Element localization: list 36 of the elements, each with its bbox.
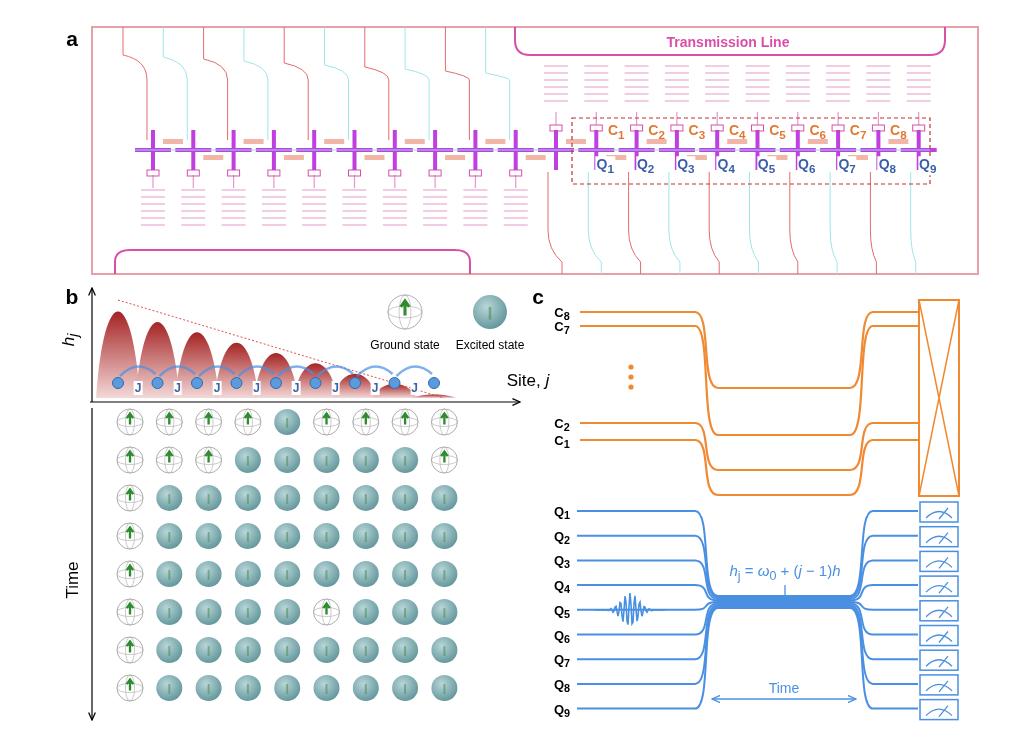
qubit-label: Q$_{6}$ bbox=[797, 156, 817, 176]
coupling-label: J bbox=[252, 381, 261, 395]
qubit-label: Q$_{9}$ bbox=[918, 156, 938, 176]
coupling-label: J bbox=[133, 381, 143, 395]
coupler-label: C$_{2}$ bbox=[648, 123, 665, 141]
coupling-label: J bbox=[291, 381, 301, 395]
axis-label: Time bbox=[768, 681, 800, 695]
coupler-label: C$_{1}$ bbox=[608, 123, 625, 141]
coupling-label: J bbox=[173, 381, 182, 395]
qubit-label: Q$_{3}$ bbox=[676, 156, 696, 176]
coupler-label: C$_{5}$ bbox=[769, 123, 786, 141]
axis-label: Site, j bbox=[506, 371, 550, 389]
coupler-label: C$_{3}$ bbox=[688, 123, 706, 141]
coupler-label: C$_{2}$ bbox=[554, 416, 570, 434]
coupler-label: C$_{8}$ bbox=[890, 123, 907, 141]
qubit-label: Q$_{8}$ bbox=[877, 156, 898, 176]
formula-label: h$_{j}$ = ω$_{0}$ + (j − 1)h bbox=[729, 563, 841, 583]
panel-letter: a bbox=[66, 27, 78, 49]
qubit-label: Q$_{5}$ bbox=[756, 156, 777, 176]
qubit-label: Q$_{2}$ bbox=[635, 156, 656, 176]
coupling-label: J bbox=[370, 381, 380, 395]
coupler-label: C$_{6}$ bbox=[809, 123, 827, 141]
coupling-label: J bbox=[212, 381, 222, 395]
coupler-label: C$_{4}$ bbox=[728, 123, 746, 141]
panel-letter: b bbox=[65, 285, 79, 307]
legend-label: Excited state bbox=[455, 339, 525, 351]
coupling-label: J bbox=[331, 381, 340, 395]
legend-label: Ground state bbox=[370, 339, 440, 351]
qubit-label: Q$_{7}$ bbox=[837, 156, 857, 176]
coupler-label: C$_{7}$ bbox=[849, 123, 867, 141]
qubit-label: Q$_{4}$ bbox=[716, 156, 736, 176]
panel-letter: c bbox=[532, 285, 544, 307]
qubit-label: Q$_{1}$ bbox=[595, 156, 615, 176]
component-label: Transmission Line bbox=[666, 35, 790, 49]
axis-label: Time bbox=[63, 561, 81, 599]
coupler-label: C$_{1}$ bbox=[554, 433, 570, 451]
